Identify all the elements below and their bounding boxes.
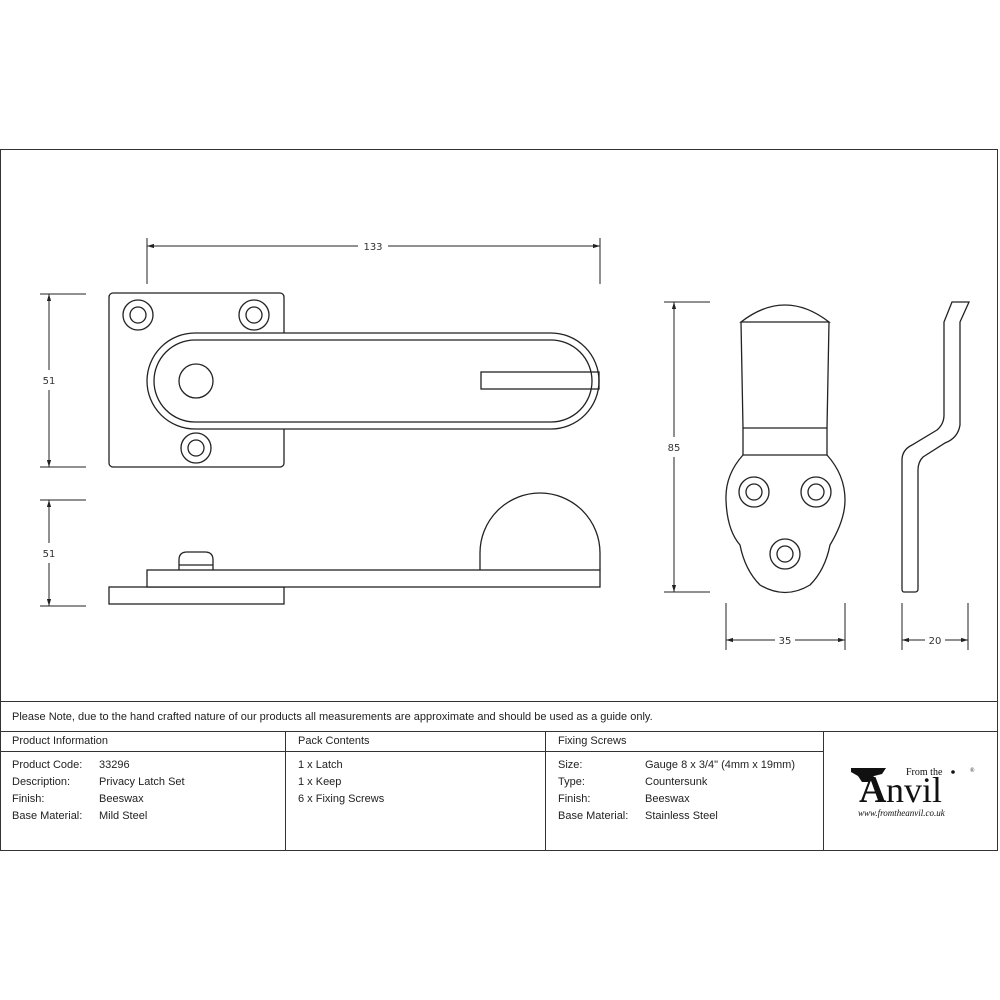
svg-text:51: 51 — [43, 549, 56, 560]
keep-front-view — [725, 304, 846, 594]
anvil-icon: A nvil From the ® www.fromtheanvil.co.uk — [851, 767, 975, 818]
base-material-row: Base Material:Mild Steel — [12, 810, 148, 822]
fixing-screws-title: Fixing Screws — [546, 732, 823, 752]
svg-text:133: 133 — [363, 242, 382, 253]
svg-text:85: 85 — [668, 443, 681, 454]
svg-text:35: 35 — [779, 636, 792, 647]
dimension-keep-width: 35 — [725, 603, 846, 650]
drawing-sheet — [0, 149, 998, 851]
pack-contents-title: Pack Contents — [286, 732, 545, 752]
latch-side-view — [108, 492, 601, 605]
product-information-section: Product Information Product Code:33296 D… — [0, 732, 286, 851]
svg-text:A: A — [859, 769, 887, 811]
svg-text:nvil: nvil — [886, 770, 942, 810]
dimension-keep-depth: 20 — [901, 603, 969, 650]
description-row: Description:Privacy Latch Set — [12, 776, 185, 788]
svg-text:20: 20 — [929, 636, 942, 647]
latch-front-view — [108, 292, 600, 468]
svg-text:®: ® — [970, 767, 975, 774]
svg-text:www.fromtheanvil.co.uk: www.fromtheanvil.co.uk — [858, 808, 946, 818]
finish-row: Finish:Beeswax — [12, 793, 144, 805]
pack-item: 1 x Latch — [298, 759, 343, 771]
screw-material-row: Base Material:Stainless Steel — [558, 810, 718, 822]
dimension-keep-height: 85 — [664, 301, 710, 593]
pack-contents-section: Pack Contents 1 x Latch 1 x Keep 6 x Fix… — [286, 732, 546, 851]
product-code-row: Product Code:33296 — [12, 759, 130, 771]
dimension-latch-height-side: 51 — [40, 499, 86, 607]
product-information-title: Product Information — [0, 732, 285, 752]
info-table: Product Information Product Code:33296 D… — [0, 731, 998, 851]
fixing-screws-section: Fixing Screws Size:Gauge 8 x 3/4" (4mm x… — [546, 732, 824, 851]
screw-type-row: Type:Countersunk — [558, 776, 708, 788]
screw-size-row: Size:Gauge 8 x 3/4" (4mm x 19mm) — [558, 759, 796, 771]
technical-drawing: 133 51 51 85 — [40, 238, 971, 650]
pack-item: 6 x Fixing Screws — [298, 793, 385, 805]
dimension-latch-height-front: 51 — [40, 293, 86, 468]
pack-item: 1 x Keep — [298, 776, 342, 788]
svg-text:51: 51 — [43, 376, 56, 387]
screw-finish-row: Finish:Beeswax — [558, 793, 690, 805]
keep-side-view — [901, 301, 971, 593]
from-the-anvil-logo: A nvil From the ® www.fromtheanvil.co.uk — [824, 732, 998, 851]
svg-text:From the: From the — [906, 767, 943, 778]
measurement-note: Please Note, due to the hand crafted nat… — [0, 701, 998, 732]
dimension-latch-length: 133 — [146, 238, 601, 284]
